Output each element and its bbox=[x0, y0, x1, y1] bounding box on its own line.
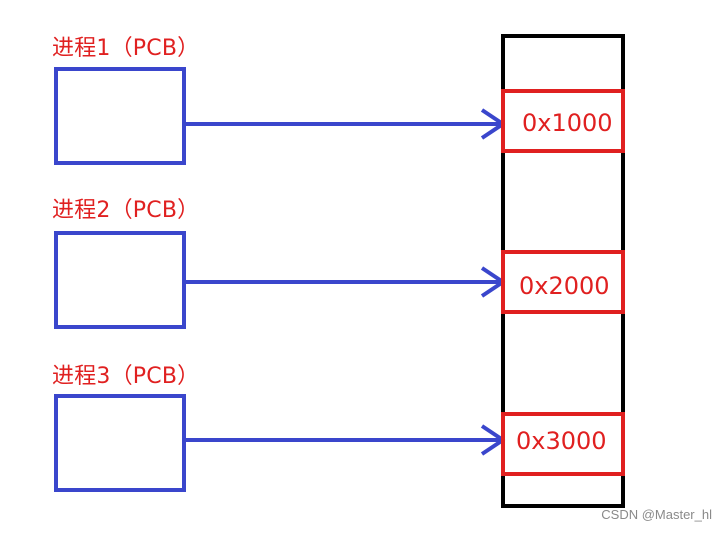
process-label-3: 进程3（PCB） bbox=[52, 364, 200, 389]
address-box-3 bbox=[501, 412, 625, 476]
watermark: CSDN @Master_hl bbox=[601, 507, 712, 522]
address-label-1: 0x1000 bbox=[522, 109, 613, 137]
process-label-1: 进程1（PCB） bbox=[52, 36, 200, 61]
process-label-2: 进程2（PCB） bbox=[52, 198, 200, 223]
address-box-1 bbox=[501, 89, 625, 153]
process-box-3 bbox=[54, 394, 186, 492]
address-label-3: 0x3000 bbox=[516, 427, 607, 455]
address-label-2: 0x2000 bbox=[519, 272, 610, 300]
address-box-2 bbox=[501, 250, 625, 314]
process-box-1 bbox=[54, 67, 186, 165]
process-box-2 bbox=[54, 231, 186, 329]
